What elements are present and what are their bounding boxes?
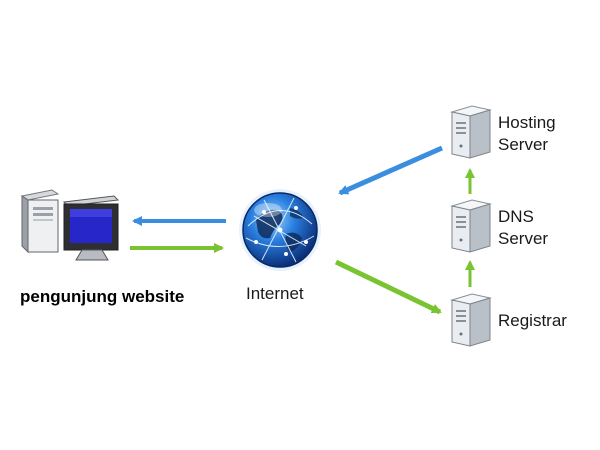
arrow-hosting-to-internet	[338, 145, 444, 196]
visitor-label: pengunjung website	[20, 287, 185, 306]
internet-label: Internet	[246, 284, 304, 303]
arrow-internet-to-registrar	[334, 259, 442, 315]
globe-icon	[239, 189, 321, 271]
dns-server-icon	[450, 199, 492, 253]
hosting-server-label: Hosting Server	[498, 113, 556, 154]
registrar-server-icon	[450, 293, 492, 347]
dns-server-label: DNS Server	[498, 207, 549, 248]
registrar-label: Registrar	[498, 311, 567, 330]
desktop-computer-icon	[20, 189, 120, 261]
hosting-server-icon	[450, 105, 492, 159]
